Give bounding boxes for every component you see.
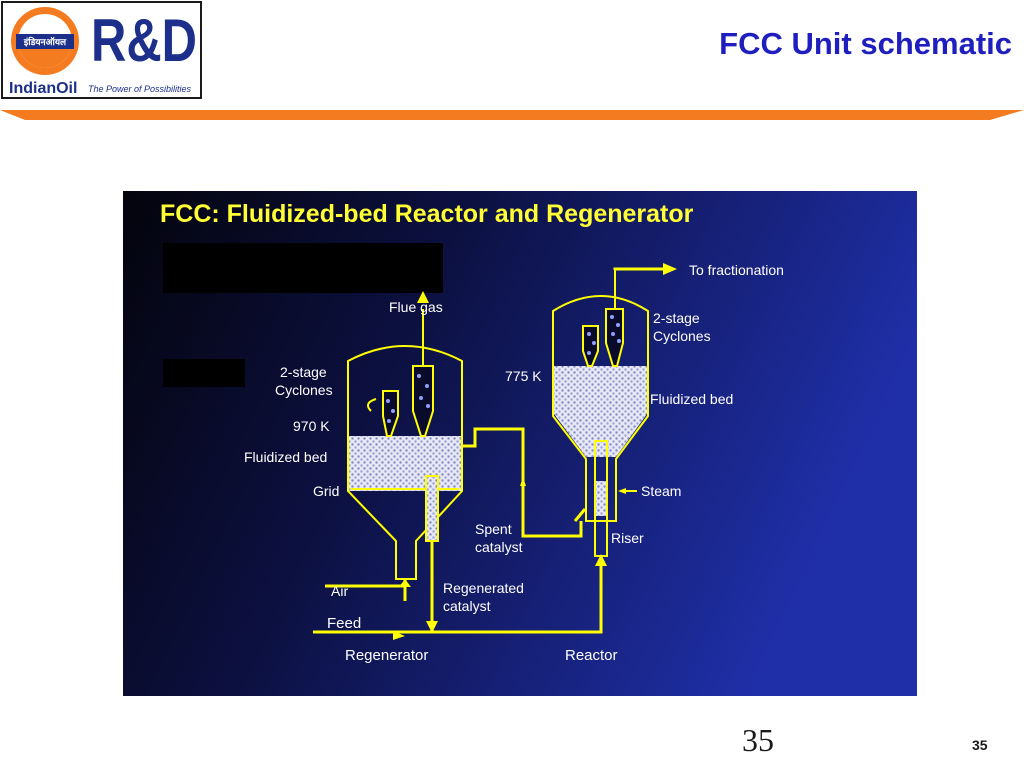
regenerator-fluidized-bed — [349, 436, 461, 491]
label-regen-cyclones-1: 2-stage — [280, 364, 327, 380]
reactor-cyclone-particles — [587, 315, 621, 355]
label-riser: Riser — [611, 530, 644, 546]
label-reactor-bed: Fluidized bed — [650, 391, 733, 407]
logo-company-text: IndianOil — [9, 80, 77, 97]
label-flue-gas: Flue gas — [389, 299, 443, 315]
logo-hindi-text: इंडियनऑयल — [23, 36, 67, 47]
label-regen-catalyst-2: catalyst — [443, 598, 491, 614]
orange-divider — [0, 110, 1024, 120]
label-regen-temp: 970 K — [293, 418, 330, 434]
label-air: Air — [331, 583, 348, 599]
regenerator-cyclone-particles — [386, 374, 430, 423]
slide-number-small: 35 — [972, 737, 988, 753]
flow-lines — [313, 267, 663, 634]
slide-title: FCC Unit schematic — [719, 26, 1012, 61]
slide-number-large: 35 — [742, 722, 774, 758]
label-regenerator: Regenerator — [345, 647, 428, 664]
label-regen-bed: Fluidized bed — [244, 449, 327, 465]
logo-graphic: इंडियनऑयल R&D IndianOil The Power of Pos… — [9, 7, 197, 97]
flow-arrowheads — [393, 263, 677, 640]
reactor-fluidized-bed — [554, 366, 647, 414]
indianoil-rd-logo: इंडियनऑयल R&D IndianOil The Power of Pos… — [1, 1, 202, 99]
label-grid: Grid — [313, 483, 339, 499]
label-steam: Steam — [641, 483, 681, 499]
label-reactor-cyclones-2: Cyclones — [653, 328, 711, 344]
label-to-fractionation: To fractionation — [689, 262, 784, 278]
label-reactor: Reactor — [565, 647, 618, 664]
label-spent-2: catalyst — [475, 539, 523, 555]
logo-tagline: The Power of Possibilities — [88, 84, 192, 94]
diagram-labels: To fractionation Flue gas 2-stage Cyclon… — [244, 262, 784, 664]
diagram-title: FCC: Fluidized-bed Reactor and Regenerat… — [160, 200, 694, 228]
label-regen-cyclones-2: Cyclones — [275, 382, 333, 398]
label-feed: Feed — [327, 615, 361, 632]
regenerator-cyclones — [382, 309, 434, 437]
label-reactor-cyclones-1: 2-stage — [653, 310, 700, 326]
regenerated-catalyst-standpipe — [425, 475, 439, 542]
label-regen-catalyst-1: Regenerated — [443, 580, 524, 596]
label-reactor-temp: 775 K — [505, 368, 542, 384]
fcc-diagram: FCC: Fluidized-bed Reactor and Regenerat… — [123, 191, 917, 696]
logo-brand-text: R&D — [91, 7, 197, 74]
label-spent-1: Spent — [475, 521, 512, 537]
